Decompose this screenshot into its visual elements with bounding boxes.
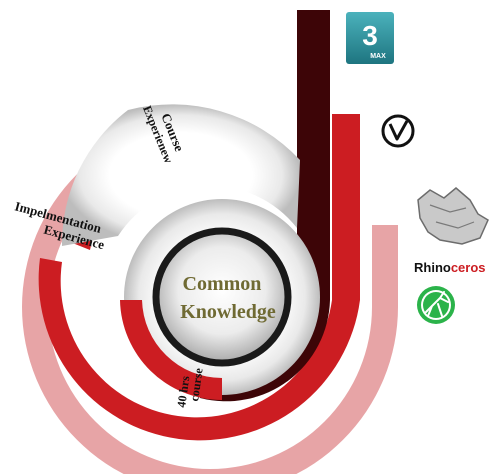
hours-label-line-2: course [187, 367, 206, 403]
rhino-word: Rhinoceros [414, 260, 486, 275]
3ds-max-logo: 3 MAX [346, 12, 394, 64]
vray-logo [381, 114, 415, 148]
inner-ring-red [120, 300, 222, 400]
center-line-2: Knowledge [180, 301, 276, 323]
max-logo-number: 3 [362, 20, 378, 51]
center-circle [152, 227, 292, 367]
rhinoceros-logo: Rhinoceros [414, 187, 489, 275]
hours-label-line-1: 40 hrs [174, 375, 192, 409]
pink-band-bar [372, 225, 398, 307]
white-band [61, 104, 301, 246]
max-logo-word: MAX [370, 53, 386, 60]
center-line-1: Common [183, 273, 262, 295]
grasshopper-logo [417, 286, 455, 324]
